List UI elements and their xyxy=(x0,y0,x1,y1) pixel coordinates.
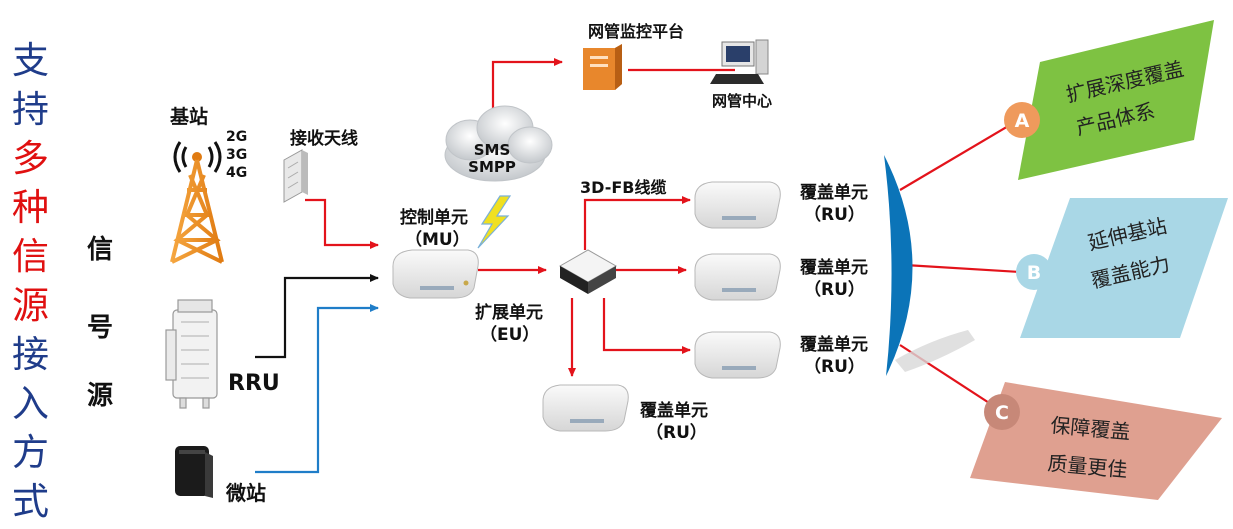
sms-cloud: SMS SMPP xyxy=(444,105,553,182)
ru-label-line1: 覆盖单元 xyxy=(800,334,868,355)
benefit-badge xyxy=(1004,102,1040,138)
base-station: 基站 2G 3G 4G xyxy=(169,105,247,264)
eu-device-icon xyxy=(558,249,618,294)
ru-label-line1: 覆盖单元 xyxy=(640,400,708,421)
eu-label-line1: 扩展单元 xyxy=(475,302,543,323)
ru-label-line2: （RU） xyxy=(804,356,865,377)
nms-platform-label: 网管监控平台 xyxy=(588,22,684,41)
mu-label-line1: 控制单元 xyxy=(400,207,468,228)
benefit-a: A 扩展深度覆盖 产品体系 xyxy=(1004,20,1214,180)
band-label: 2G xyxy=(226,129,247,145)
benefit-panel xyxy=(970,382,1222,500)
lens-to-b-line xyxy=(904,263,1021,274)
antenna-to-mu-line xyxy=(305,198,379,249)
micro-station: 微站 xyxy=(175,446,266,505)
title-char: 信 xyxy=(12,235,49,278)
benefit-b: B 延伸基站 覆盖能力 xyxy=(1016,198,1228,338)
mu-device-icon xyxy=(392,249,479,299)
band-label: 4G xyxy=(226,165,247,181)
ru-device-icon xyxy=(694,253,781,301)
ru-device-icon xyxy=(694,331,781,379)
title-char: 入 xyxy=(12,382,49,425)
signal-source-char: 源 xyxy=(87,381,113,411)
panel-antenna-icon xyxy=(283,149,308,203)
mu-label-line2: （MU） xyxy=(405,229,470,250)
receive-antenna: 接收天线 xyxy=(283,128,358,203)
vertical-title: 支 持 多 种 信 源 接 入 方 式 xyxy=(12,39,49,523)
tower-icon xyxy=(170,152,224,264)
rru-to-mu-line xyxy=(255,274,379,359)
ru-unit: 覆盖单元 （RU） xyxy=(694,181,868,229)
eu-to-ru1-line xyxy=(583,196,691,250)
benefit-letter: C xyxy=(995,402,1009,424)
signal-source-char: 信 xyxy=(87,235,113,265)
mu-unit: 控制单元 （MU） xyxy=(392,207,479,299)
title-char: 多 xyxy=(12,137,49,180)
signal-source-char: 号 xyxy=(87,313,113,343)
benefit-badge xyxy=(984,394,1020,430)
computer-icon xyxy=(710,39,769,84)
ru-label-line1: 覆盖单元 xyxy=(800,182,868,203)
nms-platform: 网管监控平台 xyxy=(583,22,684,90)
cloud-line2: SMPP xyxy=(468,158,516,176)
nms-center-label: 网管中心 xyxy=(712,92,772,110)
lightning-icon xyxy=(477,195,512,249)
micro-station-icon xyxy=(175,446,213,498)
base-station-label: 基站 xyxy=(169,105,208,128)
lens-to-a-line xyxy=(899,124,1011,191)
nms-center: 网管中心 xyxy=(710,39,772,110)
cloud-to-nms-line xyxy=(491,58,563,110)
band-label: 3G xyxy=(226,147,247,163)
signal-waves-icon xyxy=(173,141,222,173)
benefit-panel xyxy=(1018,20,1214,180)
cloud-line1: SMS xyxy=(474,141,511,159)
ru-unit: 覆盖单元 （RU） xyxy=(694,253,868,301)
ru-label-line1: 覆盖单元 xyxy=(800,257,868,278)
ru-unit: 覆盖单元 （RU） xyxy=(542,384,708,443)
signal-source-label: 信 号 源 xyxy=(87,235,113,411)
title-char: 支 xyxy=(12,39,49,82)
eu-unit: 扩展单元 （EU） xyxy=(475,249,618,345)
benefit-letter: A xyxy=(1015,110,1030,132)
title-char: 方 xyxy=(12,431,49,474)
benefit-letter: B xyxy=(1027,262,1041,284)
ru-device-icon xyxy=(694,181,781,229)
title-char: 种 xyxy=(12,186,49,229)
micro-station-label: 微站 xyxy=(225,481,266,505)
title-char: 式 xyxy=(12,480,49,523)
ru-unit: 覆盖单元 （RU） xyxy=(694,331,868,379)
micro-to-mu-line xyxy=(255,304,379,474)
receive-antenna-label: 接收天线 xyxy=(290,128,358,149)
ru-device-icon xyxy=(542,384,629,432)
ru-label-line2: （RU） xyxy=(804,279,865,300)
ru-label-line2: （RU） xyxy=(804,204,865,225)
rru: RRU xyxy=(165,299,280,409)
benefit-badge xyxy=(1016,254,1052,290)
lens-shape xyxy=(884,155,913,376)
benefit-panel xyxy=(1020,198,1228,338)
benefit-c: C 保障覆盖 质量更佳 xyxy=(970,382,1222,500)
ru-label-line2: （RU） xyxy=(646,422,707,443)
server-icon xyxy=(583,44,622,90)
eu-to-ru3-line xyxy=(602,298,691,354)
title-char: 接 xyxy=(12,333,49,376)
title-char: 持 xyxy=(12,88,49,131)
lens-shadow xyxy=(895,330,975,372)
cloud-icon xyxy=(444,105,553,182)
cable-label: 3D-FB线缆 xyxy=(580,178,666,197)
title-char: 源 xyxy=(12,284,49,327)
rru-label: RRU xyxy=(228,371,280,396)
rru-device-icon xyxy=(165,299,218,409)
eu-label-line2: （EU） xyxy=(480,324,539,345)
